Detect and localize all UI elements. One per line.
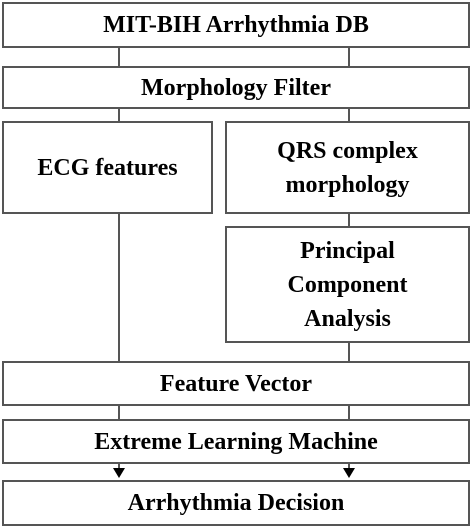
morphology-filter-label: Morphology Filter	[141, 74, 331, 101]
connector-feature-vector-to-elm	[118, 404, 120, 420]
connector-elm-to-decision	[118, 462, 120, 470]
ecg-features-label: ECG features	[37, 154, 178, 181]
pca-label-line-2: Component	[287, 271, 408, 298]
elm-label: Extreme Learning Machine	[94, 428, 378, 455]
pca-label-line-1: Principal	[300, 237, 395, 264]
arrow-left-icon	[113, 468, 125, 478]
arrow-right-icon	[343, 468, 355, 478]
decision-label: Arrhythmia Decision	[127, 490, 345, 516]
qrs-morphology-box: QRS complex morphology	[225, 121, 470, 214]
feature-vector-label: Feature Vector	[159, 370, 313, 397]
feature-vector-box: Feature Vector	[2, 361, 470, 406]
pca-box: Principal Component Analysis	[225, 226, 470, 343]
connector-db-to-filter	[118, 47, 120, 67]
decision-box: Arrhythmia Decision	[2, 480, 470, 526]
connector-filter-to-ecg	[118, 107, 120, 122]
connector-ecg-to-feature-vector	[118, 212, 120, 362]
source-db-box: MIT-BIH Arrhythmia DB	[2, 2, 470, 48]
morphology-filter-box: Morphology Filter	[2, 66, 470, 109]
connector-filter-to-qrs	[348, 107, 350, 122]
connector-pca-to-feature-vector	[348, 341, 350, 362]
connector-feature-vector-to-elm-right	[348, 404, 350, 420]
source-db-label: MIT-BIH Arrhythmia DB	[103, 12, 369, 38]
qrs-label-line-2: morphology	[285, 171, 410, 198]
qrs-label-line-1: QRS complex	[277, 137, 418, 164]
elm-box: Extreme Learning Machine	[2, 419, 470, 464]
pca-label-line-3: Analysis	[304, 305, 391, 332]
connector-qrs-to-pca	[348, 212, 350, 227]
ecg-features-box: ECG features	[2, 121, 213, 214]
connector-db-to-filter-right	[348, 47, 350, 67]
connector-elm-to-decision-right	[348, 462, 350, 470]
